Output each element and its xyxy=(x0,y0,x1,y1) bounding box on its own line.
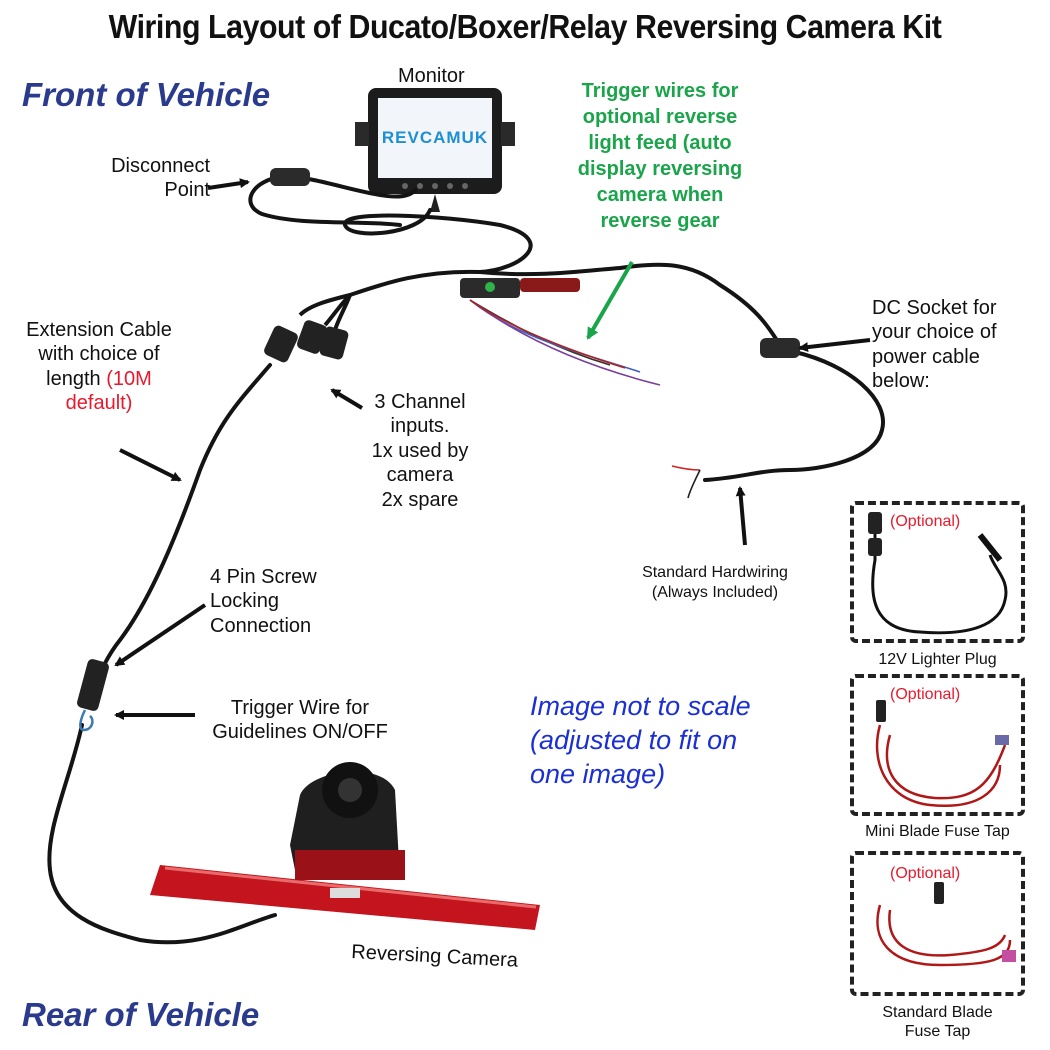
dc-socket-line-3: power cable xyxy=(872,345,980,368)
scale-note-line-1: Image not to scale xyxy=(530,691,751,721)
guidelines-line-1: Trigger Wire for xyxy=(230,697,370,719)
option-box-mini-blade-fuse-tap: (Optional) xyxy=(850,674,1025,816)
scale-note-line-3: one image) xyxy=(530,758,666,789)
four-pin-connection-label: 4 Pin Screw Locking Connection xyxy=(210,565,317,638)
monitor-illustration xyxy=(355,88,515,212)
disconnect-line-2: Point xyxy=(164,179,210,202)
four-pin-line-1: 4 Pin Screw xyxy=(210,566,317,588)
channel-line-1: 3 Channel xyxy=(374,391,466,413)
trigger-wires-line-6: reverse gear xyxy=(600,210,720,232)
option-caption-standard-blade-fuse-tap: Standard Blade Fuse Tap xyxy=(850,1003,1025,1041)
option-box-lighter-plug: (Optional) xyxy=(850,501,1025,643)
guidelines-trigger-label: Trigger Wire for Guidelines ON/OFF xyxy=(185,696,415,745)
standard-hardwiring-label: Standard Hardwiring (Always Included) xyxy=(615,563,815,602)
extension-line-3: length xyxy=(46,367,107,390)
channel-line-2: inputs. xyxy=(390,415,450,438)
option-box-standard-blade-fuse-tap: (Optional) xyxy=(850,851,1025,996)
scale-note: Image not to scale (adjusted to fit on o… xyxy=(530,690,751,791)
option-tag: (Optional) xyxy=(890,686,961,703)
option-caption-lighter-plug: 12V Lighter Plug xyxy=(878,651,997,668)
channel-inputs-label: 3 Channel inputs. 1x used by camera 2x s… xyxy=(355,390,485,512)
dc-socket-line-2: your choice of xyxy=(872,321,997,344)
extension-cable-label: Extension Cable with choice of length (1… xyxy=(4,318,194,416)
monitor-brand: REVCAMUK xyxy=(381,128,489,147)
trigger-wires-line-5: camera when xyxy=(596,184,724,206)
scale-note-line-2: (adjusted to fit on xyxy=(530,724,738,755)
front-of-vehicle-label: Front of Vehicle xyxy=(22,76,271,113)
hardwiring-line-1: Standard Hardwiring xyxy=(642,564,788,581)
four-pin-line-2: Locking xyxy=(210,590,279,613)
trigger-wires-line-1: Trigger wires for xyxy=(581,80,739,102)
option-caption-line-2: Fuse Tap xyxy=(904,1023,971,1041)
disconnect-line-1: Disconnect xyxy=(111,155,210,177)
channel-line-3: 1x used by xyxy=(371,439,469,462)
page-title: Wiring Layout of Ducato/Boxer/Relay Reve… xyxy=(108,8,942,45)
extension-line-2: with choice of xyxy=(38,343,160,366)
dc-socket-line-1: DC Socket for xyxy=(872,297,997,319)
disconnect-point-label: Disconnect Point xyxy=(100,154,210,203)
option-tag: (Optional) xyxy=(890,865,961,882)
option-caption-mini-blade-fuse-tap: Mini Blade Fuse Tap xyxy=(865,823,1010,840)
extension-default-length: (10M xyxy=(106,367,152,390)
monitor-label: Monitor xyxy=(398,65,465,87)
option-caption-line-1: Standard Blade xyxy=(882,1004,993,1021)
extension-line-1: Extension Cable xyxy=(26,319,172,341)
extension-default-suffix: default) xyxy=(65,392,133,415)
four-pin-line-3: Connection xyxy=(210,614,312,637)
trigger-wires-line-4: display reversing xyxy=(577,158,743,180)
channel-line-5: 2x spare xyxy=(381,488,459,511)
trigger-wires-line-2: optional reverse xyxy=(582,106,738,128)
trigger-wires-label: Trigger wires for optional reverse light… xyxy=(545,78,775,234)
reversing-camera-illustration xyxy=(150,762,540,930)
dc-socket-label: DC Socket for your choice of power cable… xyxy=(872,296,997,394)
option-tag: (Optional) xyxy=(890,513,961,530)
hardwiring-line-2: (Always Included) xyxy=(651,583,779,601)
dc-socket-line-4: below: xyxy=(872,370,930,393)
guidelines-line-2: Guidelines ON/OFF xyxy=(212,721,388,744)
channel-line-4: camera xyxy=(386,464,454,487)
rear-of-vehicle-label: Rear of Vehicle xyxy=(22,996,260,1033)
trigger-wires-line-3: light feed (auto xyxy=(588,132,732,154)
